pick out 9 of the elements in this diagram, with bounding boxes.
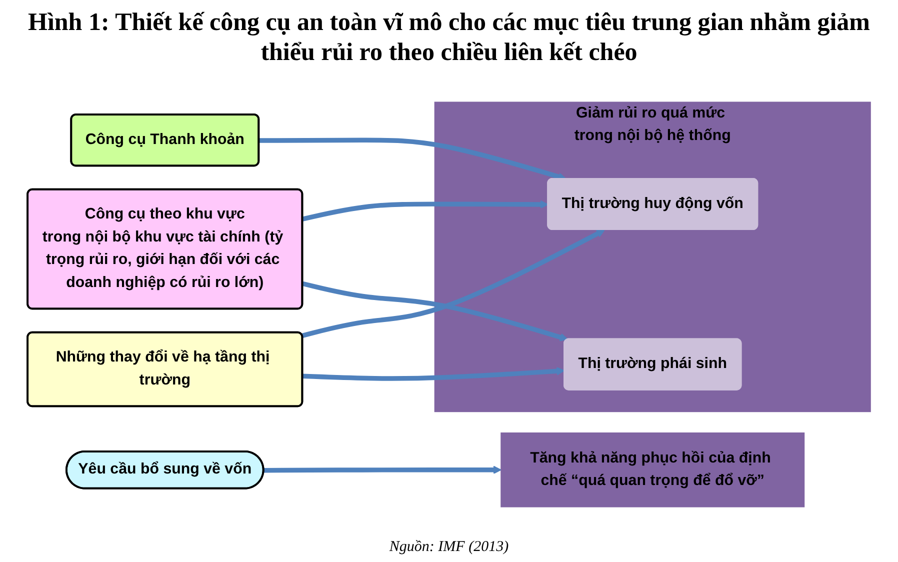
diagram-title: Hình 1: Thiết kế công cụ an toàn vĩ mô cho các mục tiêu trung gian nhằm giảm thiểu rủi ro theo chiều liên kết chéo — [27, 8, 871, 68]
process-box: Công cụ Thanh khoản — [70, 114, 260, 167]
process-box: Những thay đổi về hạ tầng thị trường — [26, 331, 304, 408]
process-box: Công cụ theo khu vực trong nội bộ khu vực tài chính (tỷ trọng rủi ro, giới hạn đối với các doanh nghiệp có rủi ro lớn) — [26, 188, 304, 310]
process-box: Thị trường huy động vốn — [547, 178, 758, 230]
process-box: Thị trường phái sinh — [564, 338, 742, 390]
process-box: Tăng khả năng phục hồi của định chế “quá quan trọng để đổ vỡ” — [500, 432, 805, 508]
source-caption: Nguồn: IMF (2013) — [389, 539, 509, 556]
oval-node: Yêu cầu bổ sung về vốn — [66, 450, 264, 490]
